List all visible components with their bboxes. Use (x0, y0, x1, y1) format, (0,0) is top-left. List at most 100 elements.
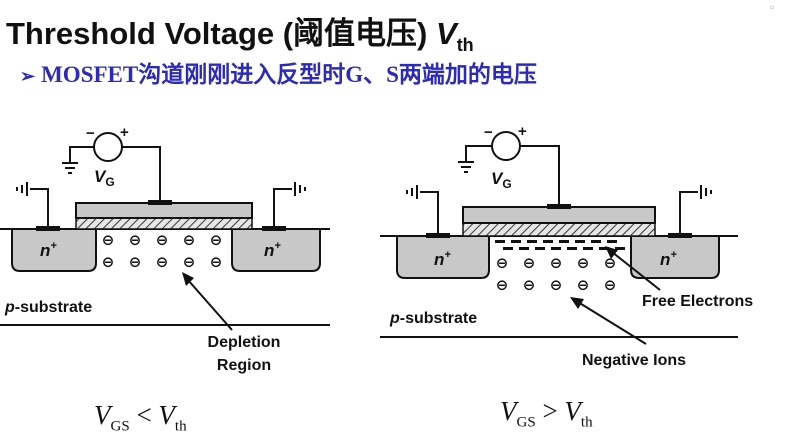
right-source-wire (420, 191, 439, 233)
right-vg-label: VG (491, 169, 512, 191)
ion: ⊖ (523, 255, 536, 272)
left-eq-v1: V (94, 400, 111, 430)
ion: ⊖ (577, 277, 590, 294)
window-corner-icon[interactable]: ▫ (770, 0, 775, 14)
left-meter-plus: + (120, 124, 129, 141)
left-n-plus-label-left: n+ (40, 240, 57, 260)
ion: ⊖ (210, 232, 223, 249)
ion: ⊖ (496, 255, 509, 272)
electron (495, 240, 505, 243)
left-depletion-ions: ⊖ ⊖ ⊖ ⊖ ⊖ ⊖ ⊖ ⊖ ⊖ ⊖ (102, 232, 223, 271)
ion: ⊖ (604, 277, 617, 294)
ion: ⊖ (156, 254, 169, 271)
left-ground-wire (69, 146, 94, 163)
right-gate-ground-icon (458, 161, 474, 173)
right-drain-wire (679, 191, 698, 233)
negative-ions-arrowhead (570, 297, 584, 309)
left-n-plus-label-right: n+ (264, 240, 281, 260)
left-drain-contact (262, 226, 286, 231)
left-depletion-arrow (187, 279, 233, 331)
right-equation: VGS > Vth (500, 396, 593, 431)
bullet-text: MOSFET沟道刚刚进入反型时G、S两端加的电压 (41, 62, 537, 87)
right-eq-v1: V (500, 396, 517, 426)
right-meter-plus: + (518, 123, 527, 140)
ion: ⊖ (183, 254, 196, 271)
ion: ⊖ (550, 255, 563, 272)
left-eq-op: < (129, 400, 159, 430)
left-substrate-label: p-substrate (4, 299, 92, 316)
electron (607, 240, 617, 243)
right-eq-sub1: GS (516, 414, 536, 431)
right-eq-op: > (535, 396, 565, 426)
ion: ⊖ (577, 255, 590, 272)
bullet-arrow-icon: ➢ (20, 66, 36, 86)
left-n-well-right (231, 228, 321, 272)
left-gate-contact (148, 200, 172, 205)
free-electrons-label: Free Electrons (642, 293, 753, 310)
right-gate-contact (547, 204, 571, 209)
electron (567, 247, 577, 250)
ion: ⊖ (129, 232, 142, 249)
right-meter-minus: − (484, 124, 493, 141)
right-source-contact (426, 233, 450, 238)
ion: ⊖ (129, 254, 142, 271)
right-gate-oxide (462, 222, 656, 237)
electron (543, 240, 553, 243)
ion: ⊖ (183, 232, 196, 249)
right-n-well-right (630, 235, 720, 279)
electron (615, 247, 625, 250)
right-ground-wire (465, 145, 492, 162)
electron (535, 247, 545, 250)
left-depletion-arrowhead (182, 272, 194, 286)
right-drain-ground-icon (700, 185, 712, 199)
negative-ions-label: Negative Ions (582, 352, 686, 369)
right-source-ground-icon (406, 185, 418, 199)
right-gate-electrode (462, 206, 656, 224)
ion: ⊖ (210, 254, 223, 271)
left-n-well-left (11, 228, 97, 272)
right-eq-sub2: th (580, 414, 593, 431)
title-symbol: V (436, 16, 457, 51)
free-electrons-arrowhead (605, 246, 618, 259)
left-source-ground-icon (16, 182, 28, 196)
left-source-contact (36, 226, 60, 231)
left-equation: VGS < Vth (94, 400, 187, 435)
left-source-wire (30, 188, 49, 226)
electron (599, 247, 609, 250)
left-eq-v2: V (158, 400, 175, 430)
depletion-label-line1: Depletion (208, 334, 281, 351)
ion: ⊖ (496, 277, 509, 294)
right-eq-v2: V (564, 396, 581, 426)
electron (511, 240, 521, 243)
right-gate-wire (520, 145, 560, 204)
free-electrons (495, 240, 625, 250)
free-electrons-arrow (611, 251, 661, 291)
left-eq-sub1: GS (110, 418, 130, 435)
electron (519, 247, 529, 250)
left-drain-wire (273, 188, 292, 226)
electron (551, 247, 561, 250)
electron (591, 240, 601, 243)
ion: ⊖ (523, 277, 536, 294)
electron (527, 240, 537, 243)
electron (583, 247, 593, 250)
negative-ions-arrow (577, 301, 647, 345)
left-eq-sub2: th (174, 418, 187, 435)
ion: ⊖ (156, 232, 169, 249)
right-drain-contact (668, 233, 692, 238)
electron (559, 240, 569, 243)
electron (503, 247, 513, 250)
right-n-plus-label-right: n+ (660, 249, 677, 269)
right-n-well-left (396, 235, 490, 279)
electron (575, 240, 585, 243)
left-gate-ground-icon (62, 162, 78, 174)
title-text: Threshold Voltage (阈值电压) (6, 16, 436, 51)
depletion-label-line2: Region (217, 357, 271, 374)
ion: ⊖ (102, 232, 115, 249)
right-voltage-source-icon (491, 131, 521, 161)
right-negative-ions: ⊖ ⊖ ⊖ ⊖ ⊖ ⊖ ⊖ ⊖ ⊖ ⊖ (496, 255, 617, 294)
title-subscript: th (456, 35, 474, 56)
